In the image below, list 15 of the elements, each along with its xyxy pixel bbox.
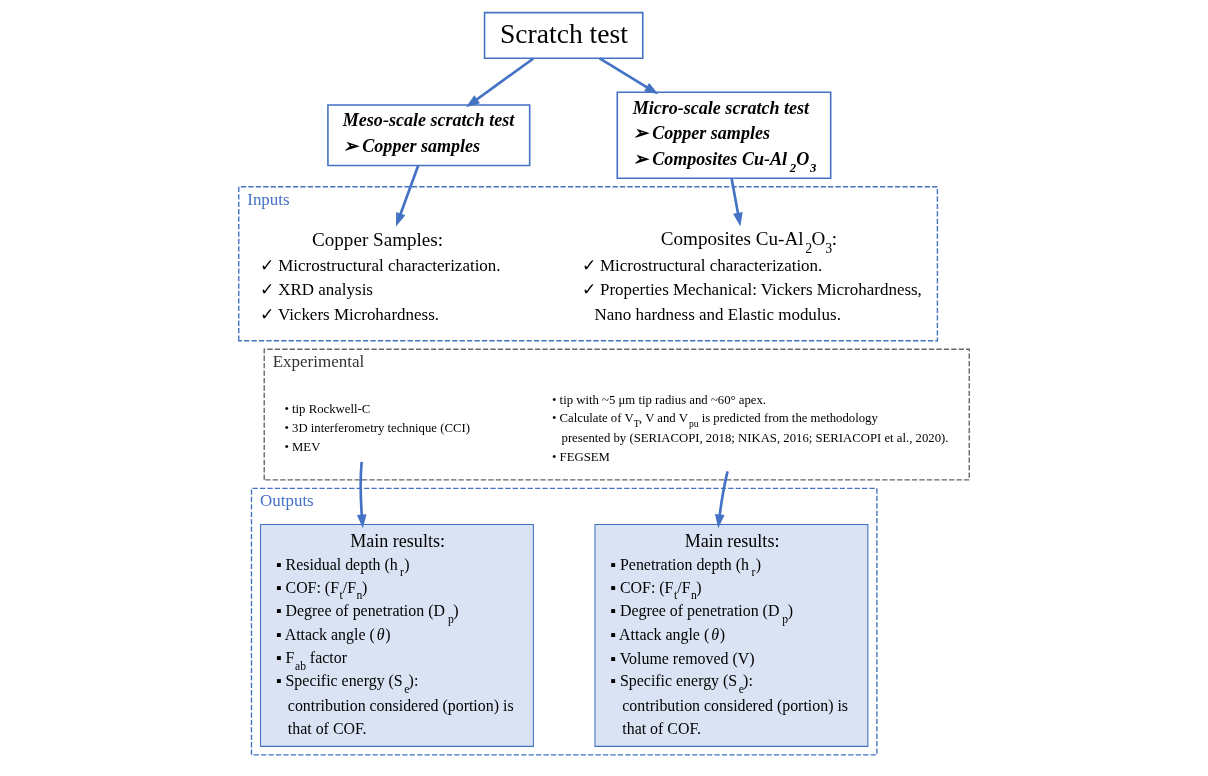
- node-text: • tip with ~5 μm tip radius and ~60° apex. • Calculate of V$_{T}$, V and V$_{pu}$ is predicted from the methodology presented by (SERIACOPI, 2018; NIKAS, 2016; SERIACOPI et al., 2020). • FEGSEM: [551, 392, 949, 464]
- node-box: Main results: ▪ Penetration depth (h$_{r}$) ▪ COF: (F$_{t}$/F$_{n}$) ▪ Degree of penetration (D$_{p}$) ▪ Attack angle (θ) ▪ Volume removed (V) ▪ Specific energy (S$_{e}$): contribution considered (portion) is that of COF.: [594, 523, 869, 747]
- arrow: [715, 471, 729, 529]
- arrow: [730, 178, 743, 227]
- node-text: Composites Cu-Al$_{2}$O$_{3}$: ✓ Microstructural characterization. ✓ Properties Mechanical: Vickers Microhardness, Nano hardness and Elastic modulus.: [581, 228, 922, 324]
- node-text: • tip Rockwell-C • 3D interferometry technique (CCI) • MEV: [284, 402, 470, 455]
- node-text: Copper Samples: ✓ Microstructural characterization. ✓ XRD analysis ✓ Vickers Microhardness.: [259, 229, 501, 324]
- arrow: [598, 57, 659, 95]
- node-box: Main results: ▪ Residual depth (h$_{r}$) ▪ COF: (F$_{t}$/F$_{n}$) ▪ Degree of penetration (D$_{p}$) ▪ Attack angle (θ) ▪ F$_{ab}$ factor ▪ Specific energy (S$_{e}$): contribution considered (portion) is that of COF.: [260, 523, 534, 747]
- node-box: Meso-scale scratch test ➢ Copper samples: [327, 104, 531, 167]
- arrow: [465, 57, 535, 108]
- arrow: [356, 461, 367, 529]
- node-box: Micro-scale scratch test ➢ Copper samples ➢ Composites Cu-Al$_{2}$O$_{3}$: [616, 91, 832, 180]
- arrow: [396, 165, 420, 227]
- node-box: Scratch test: [483, 11, 644, 60]
